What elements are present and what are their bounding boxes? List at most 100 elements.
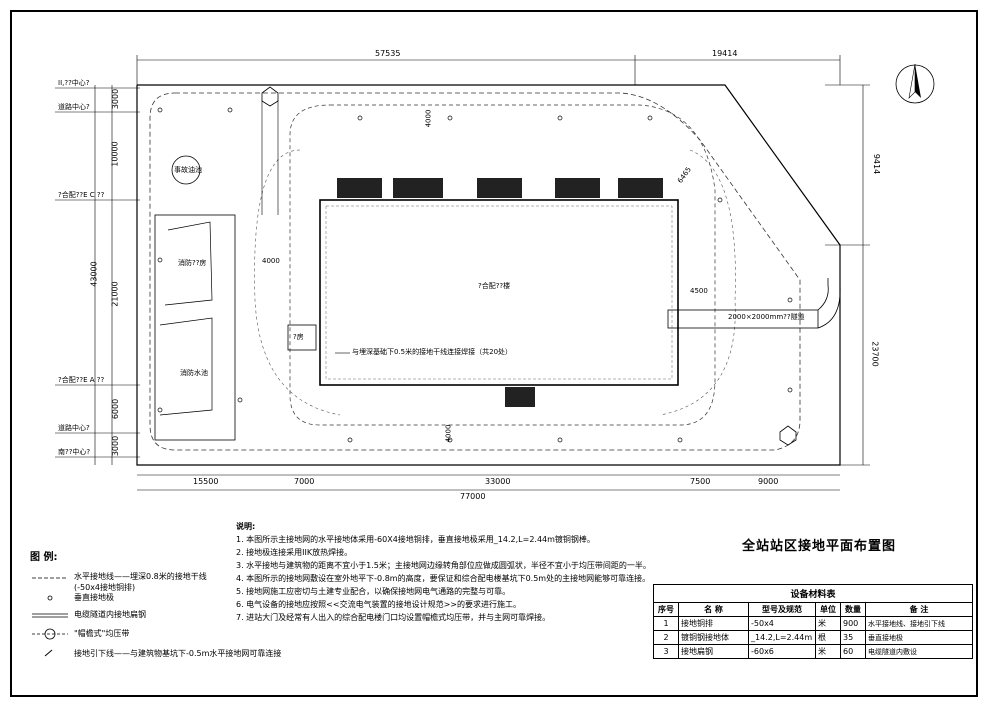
table-cell: -60x6 [748, 644, 816, 659]
left-leaders [55, 87, 140, 458]
dim-inner-4000-left: 4000 [262, 257, 280, 265]
table-cell: 电缆隧道内敷设 [865, 644, 973, 659]
dim-bottom-b: 7000 [294, 477, 315, 486]
building-inner-grounding [325, 205, 673, 380]
dim-bottom-total: 77000 [460, 492, 486, 501]
entrance-block [505, 387, 535, 407]
fire-area-outline [154, 214, 236, 441]
oil-pool-circle [171, 155, 201, 185]
table-cell: 根 [815, 630, 841, 645]
legend-rod-symbol [47, 595, 53, 601]
table-cell: 900 [840, 616, 866, 631]
left-label-3: ?合配??E C ?? [58, 191, 105, 199]
outer-grounding-loop [149, 92, 801, 451]
table-cell: 米 [815, 616, 841, 631]
table-cell: 60 [840, 644, 866, 659]
table-header: 序号 [653, 602, 679, 617]
notes-heading: 说明: [236, 522, 256, 531]
small-house [287, 324, 317, 351]
table-row: 1 接地铜排 -50x4 米 900 水平接地线、接地引下线 [653, 616, 973, 631]
table-row: 2 镀铜钢接地体 _14.2,L=2.44m 根 35 垂直接地极 [653, 630, 973, 645]
table-cell: 接地铜排 [678, 616, 749, 631]
design-notes: 说明: 1. 本图所示主接地网的水平接地体采用-60X4接地铜排，垂直接地极采用… [236, 520, 656, 624]
dim-left-total: 43000 [89, 261, 99, 287]
inner-arc-left [254, 149, 341, 416]
oil-pool-label: 事故油池 [174, 166, 202, 174]
left-label-2: 道路中心? [58, 103, 90, 111]
small-house-label: ?房 [293, 333, 304, 341]
left-label-5: 道路中心? [58, 424, 90, 432]
dim-top-left: 57535 [375, 49, 401, 58]
transformer-block-1 [337, 178, 382, 198]
left-label-6: 南??中心? [58, 448, 91, 456]
table-header: 备 注 [865, 602, 973, 617]
table-cell: 镀铜钢接地体 [678, 630, 749, 645]
north-arrow-needle [915, 64, 921, 98]
material-table: 设备材料表 序号 名 称 型号及规范 单位 数量 备 注 1 接地铜排 -50x… [653, 584, 973, 659]
callout-label: 与埋深基础下0.5米的接地干线连接焊接（共20处） [352, 348, 513, 356]
road-grounding-loop [289, 104, 716, 426]
transformer-block-5 [618, 178, 663, 198]
table-header: 型号及规范 [748, 602, 816, 617]
dim-left-e: 3000 [111, 435, 121, 457]
dim-bottom-d: 7500 [690, 477, 711, 486]
table-cell: 1 [653, 616, 679, 631]
table-cell: 接地扁钢 [678, 644, 749, 659]
table-header-row: 序号 名 称 型号及规范 单位 数量 备 注 [653, 602, 973, 617]
main-building-outline [319, 199, 679, 386]
dim-right-upper: 9414 [872, 153, 882, 175]
transformer-block-3 [477, 178, 522, 198]
legend-item-cap: "帽檐式"均压带 [74, 629, 130, 638]
dim-right-lower: 23700 [870, 341, 880, 367]
dim-bottom-e: 9000 [758, 477, 779, 486]
table-cell: -50x4 [748, 616, 816, 631]
left-label-4: ?合配??E A ?? [58, 376, 105, 384]
table-cell: 米 [815, 644, 841, 659]
dim-inner-4000-bottom: 4000 [444, 424, 453, 443]
legend-item-horizontal: 水平接地线——埋深0.8米的接地干线 [74, 572, 207, 581]
site-boundary [136, 84, 841, 466]
transformer-block-4 [555, 178, 600, 198]
fire-room-label: 消防??房 [178, 259, 207, 267]
dim-left-a: 3000 [111, 88, 121, 110]
dim-bottom-a: 15500 [193, 477, 219, 486]
dim-left-b: 10000 [110, 141, 120, 167]
dim-inner-4000-top: 4000 [424, 109, 433, 128]
entrance-hex-marker-right [779, 425, 797, 446]
entrance-hex-marker-top [261, 86, 279, 107]
table-header: 数量 [840, 602, 866, 617]
note-item: 2. 接地极连接采用IIK放热焊接。 [236, 548, 353, 557]
table-cell: 3 [653, 644, 679, 659]
note-item: 1. 本图所示主接地网的水平接地体采用-60X4接地铜排，垂直接地极采用_14.… [236, 535, 595, 544]
dimension-lines [94, 55, 870, 491]
material-table-caption: 设备材料表 [653, 584, 973, 602]
cable-trench [667, 309, 819, 329]
left-label-1: II,??中心? [58, 79, 90, 87]
note-item: 7. 进站大门及经常有人出入的综合配电楼门口均设置帽檐式均压带，并与主网可靠焊接… [236, 613, 551, 622]
legend-item-horizontal-sub: (-50x4接地铜排) [74, 583, 136, 592]
vertical-rods [157, 107, 793, 443]
cable-trench-bend [817, 278, 841, 329]
note-item: 3. 水平接地与建筑物的距离不宜小于1.5米；主接地网边缘转角部位应做成圆弧状，… [236, 561, 651, 570]
note-item: 4. 本图所示的接地网敷设在室外地平下-0.8m的高度，要保证和综合配电楼基坑下… [236, 574, 651, 583]
dim-left-d: 6000 [111, 398, 121, 420]
legend-item-downlead: 接地引下线——与建筑物基坑下-0.5m水平接地网可靠连接 [74, 649, 282, 658]
cable-trench-label: 2000×2000mm??隧道 [728, 313, 805, 321]
table-cell: 35 [840, 630, 866, 645]
table-header: 单位 [815, 602, 841, 617]
note-item: 5. 接地网施工应密切与土建专业配合，以确保接地网电气通路的完整与可靠。 [236, 587, 511, 596]
legend-heading: 图 例: [30, 552, 58, 563]
table-header: 名 称 [678, 602, 749, 617]
fire-pool-label: 消防水池 [180, 369, 208, 377]
table-cell: 水平接地线、接地引下线 [865, 616, 973, 631]
table-cell: _14.2,L=2.44m [748, 630, 816, 645]
dim-top-right: 19414 [712, 49, 738, 58]
inner-arc-right [659, 149, 736, 416]
dim-inner-4500: 4500 [690, 287, 708, 295]
fire-pool-shape [159, 317, 213, 416]
note-item: 6. 电气设备的接地应按照<<交流电气装置的接地设计规范>>的要求进行施工。 [236, 600, 521, 609]
legend-item-trench: 电缆隧道内接地扁钢 [74, 610, 146, 619]
transformer-block-2 [393, 178, 443, 198]
drawing-title: 全站站区接地平面布置图 [742, 539, 897, 554]
